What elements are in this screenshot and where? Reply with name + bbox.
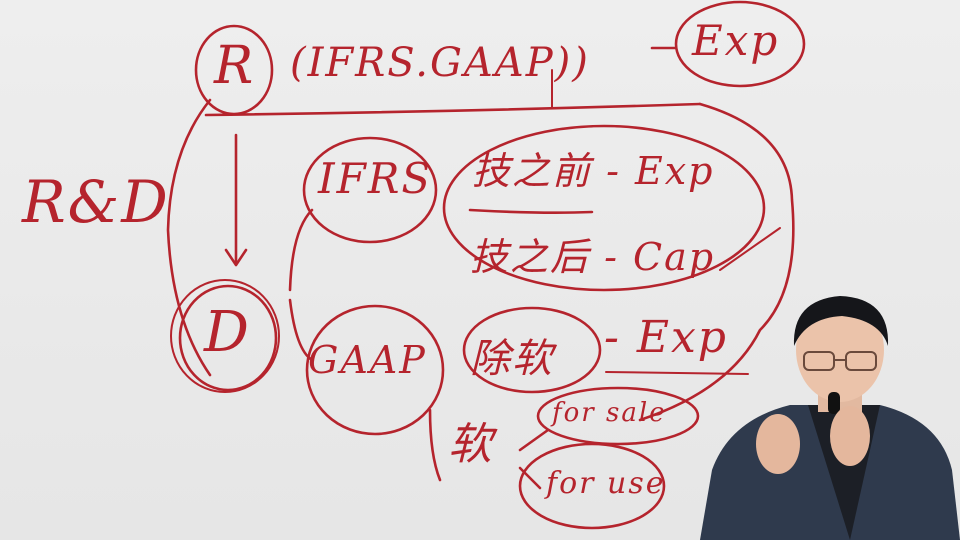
exp-top-label: Exp	[692, 16, 780, 65]
gaap-dev-circle	[462, 306, 602, 394]
microphone-icon	[828, 392, 840, 414]
gaap-dev-label: 除软	[470, 336, 554, 382]
left-hand	[756, 414, 800, 474]
brace-ifrs	[288, 208, 314, 292]
d-label: D	[204, 300, 251, 365]
ifrs-divider	[468, 208, 594, 214]
gaap-label: GAAP	[308, 338, 427, 382]
right-hand	[830, 406, 870, 466]
to-for-sale-arrow	[518, 428, 550, 452]
ifrs-circle	[302, 136, 438, 244]
head	[796, 298, 884, 402]
software-branch	[428, 408, 442, 482]
ifrs-label: IFRS	[318, 154, 433, 203]
r-to-d-arrowhead	[224, 248, 248, 267]
ifrs-group-circle	[442, 124, 766, 292]
for-use-label: for use	[546, 466, 666, 501]
d-circle	[178, 284, 278, 392]
gaap-exp-underline	[605, 371, 749, 375]
gaap-circle	[305, 304, 445, 436]
cap-strike	[719, 227, 781, 271]
gaap-exp-label: - Exp	[604, 312, 728, 363]
software-label: 软	[448, 419, 494, 470]
exp-circle	[674, 0, 806, 88]
for-use-circle	[518, 442, 666, 530]
d-circle-outer	[170, 279, 280, 393]
r-line	[204, 102, 702, 117]
outer-loop	[638, 102, 795, 422]
hair	[793, 296, 889, 346]
for-sale-circle	[536, 386, 700, 446]
r-label: R	[214, 36, 256, 96]
rd-label: R&D	[22, 168, 170, 236]
r-standards-label: (IFRS.GAAP))	[290, 40, 590, 86]
ifrs-research-line: 技之前 - Exp	[472, 149, 715, 193]
rd-bracket	[166, 98, 212, 377]
for-sale-label: for sale	[552, 398, 667, 428]
ifrs-dev-line: 技之后 - Cap	[470, 235, 716, 279]
to-for-use-arrow	[518, 466, 542, 490]
glasses	[803, 351, 877, 371]
